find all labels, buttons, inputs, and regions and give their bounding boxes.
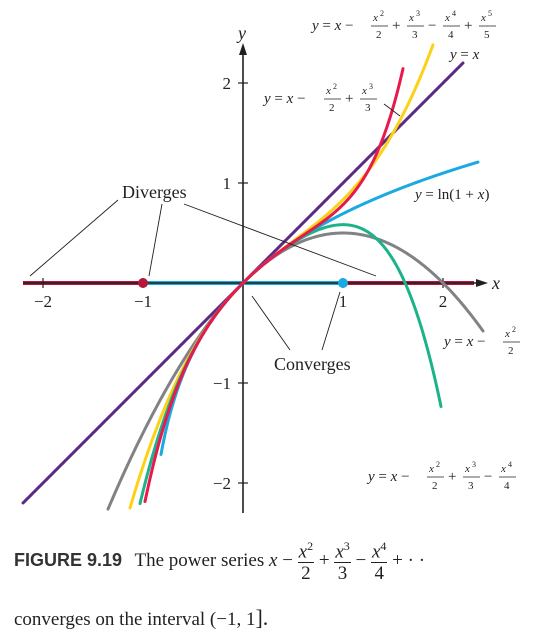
y-tick-label: 1 [223, 174, 232, 193]
series-curve [143, 67, 405, 504]
svg-text:4: 4 [448, 29, 454, 41]
svg-text:3: 3 [472, 460, 476, 469]
caption-line-2: converges on the interval (−1, 1]. [14, 605, 539, 633]
diverges-pointer-right [183, 203, 377, 277]
svg-text:x: x [325, 85, 331, 97]
series-curve [106, 231, 485, 511]
caption-interval-text: converges on the interval (−1, 1 [14, 609, 256, 631]
svg-text:y = x −: y = x − [442, 334, 486, 350]
svg-text:4: 4 [508, 460, 512, 469]
x-tick-label: 1 [339, 292, 348, 311]
x-axis-label: x [491, 273, 500, 293]
x-tick-label: −2 [34, 292, 52, 311]
svg-text:x: x [372, 12, 378, 24]
svg-text:x: x [480, 12, 486, 24]
svg-text:2: 2 [376, 29, 382, 41]
diverges-label: Diverges [122, 182, 187, 202]
svg-text:+: + [392, 18, 400, 34]
x-tick-label: −1 [134, 292, 152, 311]
open-endpoint-minus-one [138, 278, 148, 288]
svg-text:y = x −: y = x − [262, 91, 306, 107]
svg-text:x: x [444, 12, 450, 24]
svg-text:y = x −: y = x − [366, 469, 410, 485]
caption-interval-bracket: ]. [255, 605, 269, 631]
svg-text:x: x [504, 328, 510, 340]
svg-text:x: x [428, 463, 434, 475]
series-label-ln: y = ln(1 + x) [413, 187, 489, 203]
svg-text:3: 3 [468, 480, 474, 492]
closed-endpoint-one [338, 278, 348, 288]
svg-text:y = x −: y = x − [310, 18, 354, 34]
svg-text:5: 5 [484, 29, 490, 41]
converges-pointer-right [321, 291, 341, 351]
svg-text:4: 4 [452, 9, 456, 18]
converges-pointer-left [251, 295, 291, 351]
svg-text:2: 2 [512, 325, 516, 334]
svg-text:3: 3 [416, 9, 420, 18]
svg-text:x: x [408, 12, 414, 24]
svg-text:3: 3 [412, 29, 418, 41]
svg-text:x: x [464, 463, 470, 475]
figure-label: FIGURE 9.19 [14, 550, 123, 571]
series-curve [128, 43, 435, 510]
svg-text:2: 2 [432, 480, 438, 492]
svg-text:x: x [361, 85, 367, 97]
svg-text:+: + [464, 18, 472, 34]
svg-text:+: + [345, 91, 353, 107]
diverges-pointer-left [29, 199, 119, 277]
svg-text:2: 2 [333, 82, 337, 91]
y-tick-label: 2 [223, 74, 232, 93]
svg-text:−: − [428, 18, 436, 34]
svg-text:2: 2 [380, 9, 384, 18]
y-tick-label: −1 [213, 374, 231, 393]
y-tick-label: −2 [213, 474, 231, 493]
series-curves [21, 43, 485, 511]
caption-text: The power series [134, 550, 265, 572]
svg-text:y = ln(1 + x): y = ln(1 + x) [413, 187, 489, 203]
svg-text:3: 3 [365, 102, 371, 114]
svg-text:4: 4 [504, 480, 510, 492]
x-axis-arrow [476, 279, 488, 287]
svg-text:+: + [448, 469, 456, 485]
svg-text:y = x: y = x [448, 47, 480, 63]
series-label-deg3-leader [383, 103, 401, 117]
converges-label: Converges [274, 354, 351, 374]
svg-text:2: 2 [508, 345, 514, 357]
diverges-pointer-minus-one [148, 203, 163, 277]
svg-text:5: 5 [488, 9, 492, 18]
y-axis-label: y [236, 23, 246, 43]
svg-text:−: − [484, 469, 492, 485]
x-tick-label: 2 [439, 292, 448, 311]
y-axis-arrow [239, 43, 247, 55]
svg-text:3: 3 [369, 82, 373, 91]
svg-text:2: 2 [436, 460, 440, 469]
series-label-identity: y = x [448, 47, 480, 63]
svg-text:2: 2 [329, 102, 335, 114]
svg-text:x: x [500, 463, 506, 475]
annotation-pointers [29, 199, 377, 351]
